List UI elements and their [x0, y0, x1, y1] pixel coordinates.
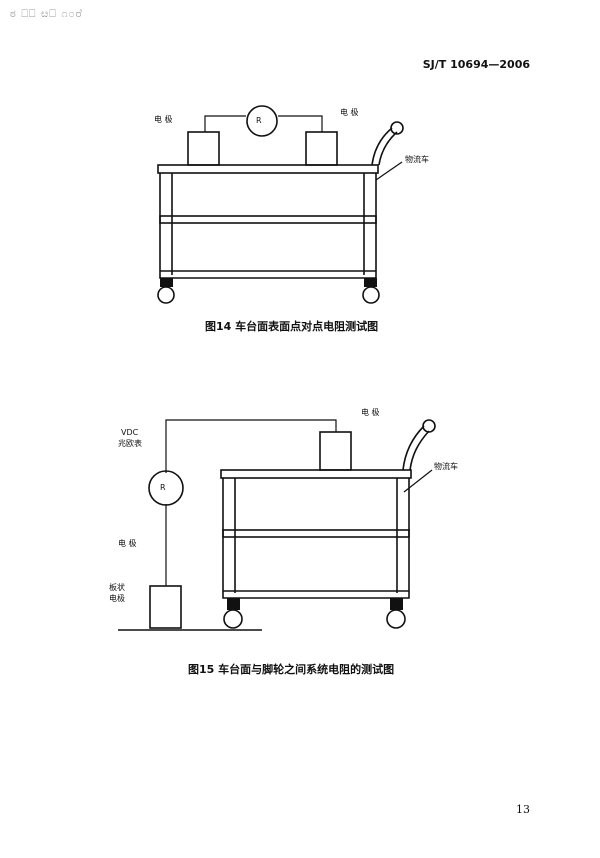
wheel-left	[223, 609, 243, 629]
electrode-top-label: 电 极	[361, 408, 380, 417]
cart-handle-knob	[390, 121, 404, 135]
page-number: 13	[516, 803, 530, 816]
cart-handle-inner	[409, 430, 430, 471]
cart-handle-outer	[371, 127, 393, 166]
cart-frame	[159, 173, 377, 279]
figure-14-caption: 图14 车台面表面点对点电阻测试图	[205, 320, 379, 333]
wheel-left	[157, 286, 175, 304]
electrode-left-label: 电 极	[154, 115, 173, 124]
cart-handle-outer	[402, 425, 425, 471]
caster-mount-right	[364, 278, 377, 287]
wire-top	[165, 419, 337, 473]
megohmmeter-symbol: R	[160, 483, 166, 492]
cart-label-leader	[375, 161, 403, 181]
caster-mount-right	[390, 598, 403, 610]
plate-label-line1: 板状	[109, 583, 125, 592]
caster-mount-left	[227, 598, 240, 610]
corner-scan-mark: ಠ ⎕⎕ ೞ⎕ ೧೦ರೆ	[10, 7, 83, 20]
standard-code: SJ/T 10694—2006	[422, 58, 530, 71]
wheel-right	[386, 609, 406, 629]
meter-label-line1: VDC	[121, 428, 139, 437]
ohmmeter-circle	[246, 105, 278, 137]
cart-frame	[222, 478, 410, 599]
megohmmeter-circle	[148, 470, 184, 506]
wire-right	[278, 115, 323, 132]
electrode-top-box	[319, 431, 352, 471]
cart-top-surface	[157, 164, 379, 174]
electrode-right-label: 电 极	[340, 108, 359, 117]
plate-label-line2: 电极	[109, 594, 125, 603]
cart-top-surface	[220, 469, 412, 479]
ohmmeter-symbol: R	[256, 116, 262, 125]
figure-15-caption: 图15 车台面与脚轮之间系统电阻的测试图	[188, 663, 395, 676]
cart-shelf	[222, 529, 410, 538]
electrode-left-box	[149, 585, 182, 629]
wheel-right	[362, 286, 380, 304]
caster-mount-left	[160, 278, 173, 287]
electrode-left-label: 电 极	[118, 539, 137, 548]
cart-shelf	[159, 215, 377, 224]
cart-label: 物流车	[434, 462, 458, 471]
cart-handle-knob	[422, 419, 436, 433]
cart-label-leader	[403, 469, 433, 493]
meter-label-line2: 兆欧表	[118, 439, 142, 448]
cart-label: 物流车	[405, 155, 429, 164]
wire-left	[204, 115, 246, 132]
